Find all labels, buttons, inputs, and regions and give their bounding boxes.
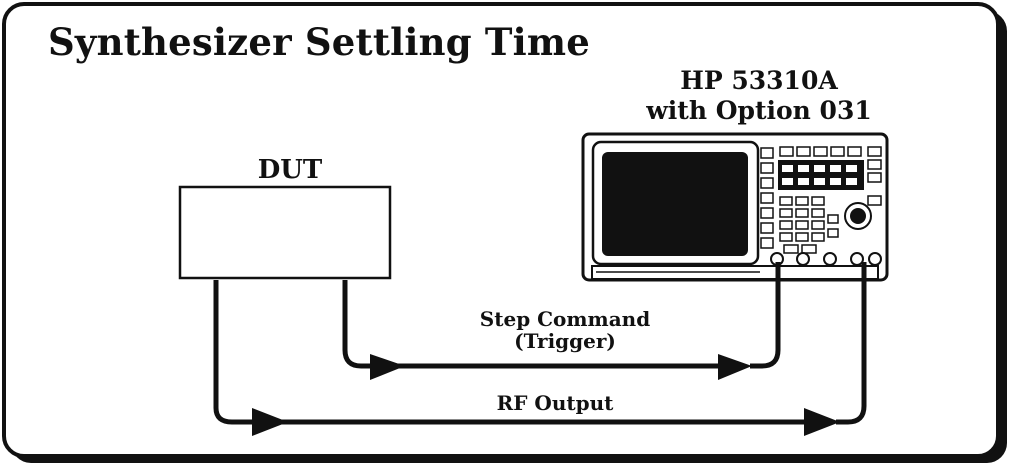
instrument-label: HP 53310A with Option 031 — [620, 66, 898, 126]
instrument-name: HP 53310A — [680, 66, 838, 95]
rf-output-arrow-right — [804, 408, 840, 436]
dut-box — [178, 185, 392, 280]
step-command-arrow-right — [718, 354, 752, 380]
rf-output-label: RF Output — [496, 391, 614, 415]
step-command-line — [342, 262, 781, 369]
step-command-label: Step Command (Trigger) — [455, 308, 675, 352]
step-command-arrow-left — [370, 354, 405, 380]
page-title: Synthesizer Settling Time — [48, 20, 590, 64]
rf-output-arrow-left — [252, 408, 288, 436]
instrument-option: with Option 031 — [646, 96, 872, 125]
frame-border — [2, 2, 1000, 458]
instrument-icon — [581, 132, 889, 282]
trigger-text: (Trigger) — [514, 329, 616, 353]
rf-output-line — [213, 262, 867, 425]
dut-label: DUT — [257, 155, 323, 185]
step-command-text: Step Command — [479, 307, 651, 331]
